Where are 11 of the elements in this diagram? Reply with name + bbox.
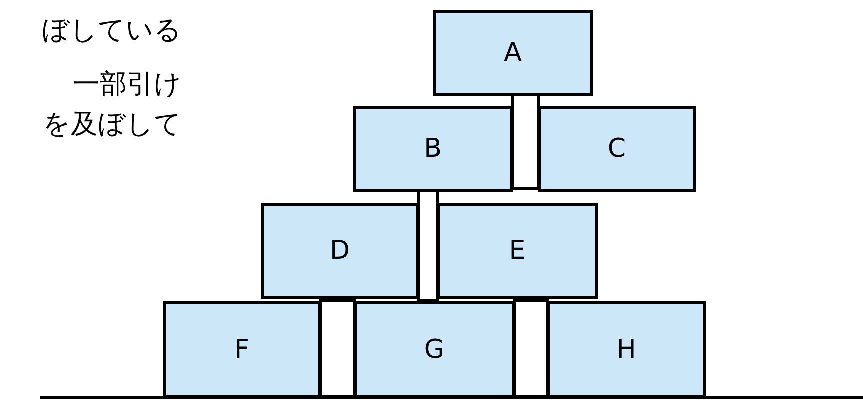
block: D	[261, 203, 419, 299]
block: A	[433, 10, 593, 96]
block: H	[547, 301, 706, 398]
block: C	[538, 106, 696, 192]
note-text: ぼしている	[42, 14, 182, 48]
block: B	[353, 106, 513, 192]
note-text: を及ぼして	[43, 108, 182, 142]
block: E	[437, 203, 598, 299]
block: G	[354, 301, 515, 398]
note-text: 一部引け	[73, 68, 182, 102]
block: F	[163, 301, 321, 398]
